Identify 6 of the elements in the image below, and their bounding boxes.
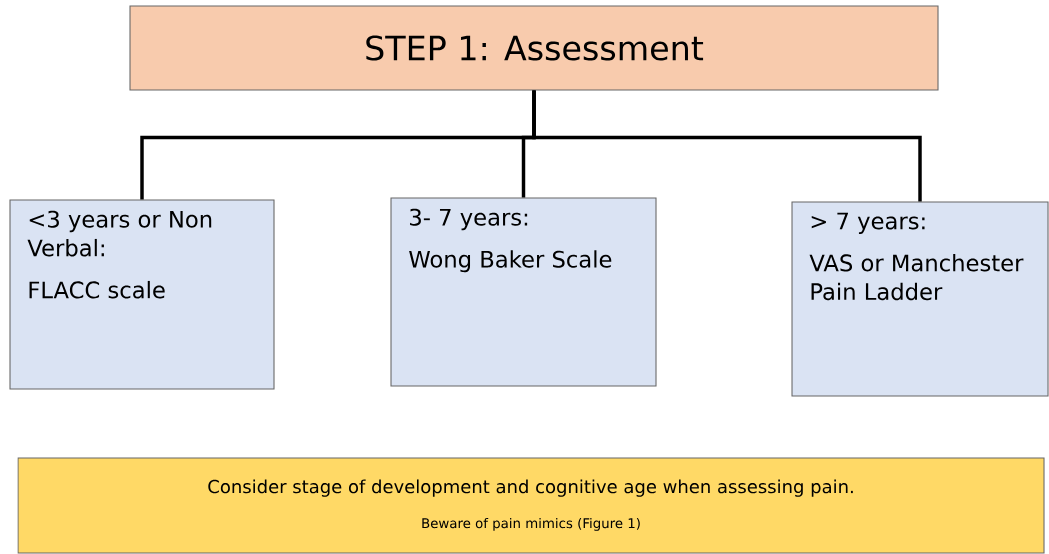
- age-group-box: > 7 years: VAS or Manchester Pain Ladder: [791, 201, 1049, 397]
- connector: [532, 90, 922, 202]
- title-box: STEP 1: Assessment: [129, 5, 939, 91]
- note-box: Consider stage of development and cognitive age when assessing pain. Beware of pain mimics (Figure 1): [17, 457, 1045, 554]
- age-group-box: <3 years or Non Verbal: FLACC scale: [9, 199, 275, 390]
- age-group-box: 3- 7 years: Wong Baker Scale: [390, 197, 657, 387]
